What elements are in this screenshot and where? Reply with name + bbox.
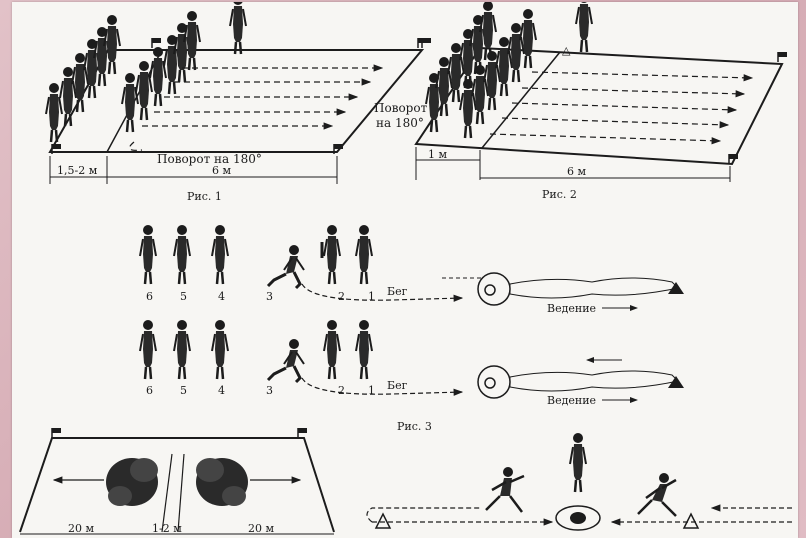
fig3-caption: Рис. 3 [397, 420, 432, 433]
fig3-row1-run-label: Бег [387, 285, 408, 298]
fig4-dim-mid: 1-2 м [152, 522, 182, 535]
fig3-row1-dribble-path [510, 278, 678, 298]
fig3-row1-number: 3 [266, 290, 273, 303]
fig4-flag-icon [298, 428, 307, 438]
fig2-caption: Рис. 2 [542, 188, 577, 201]
fig3-row1-run-path [302, 284, 462, 300]
fig5-runner-left [486, 467, 524, 512]
fig2-flag-icon [778, 52, 787, 62]
fig1-dim-left: 1,5-2 м [57, 164, 98, 177]
fig3-row2-run-path [302, 378, 462, 394]
cone-icon [668, 376, 684, 388]
fig2-coach [576, 2, 592, 52]
fig1-dim-right: 6 м [212, 164, 231, 177]
fig2-dim-left: 1 м [428, 148, 447, 161]
fig3-row2-number: 6 [146, 384, 153, 397]
fig2-dim-right: 6 м [567, 165, 586, 178]
fig1-run-arrows [130, 68, 383, 150]
ball-icon [570, 512, 586, 524]
figure-2: △ Поворот на 180° 1 м 6 м Рис. 2 [374, 2, 787, 201]
fig3-row1-number: 1 [368, 290, 375, 303]
fig2-turn-line2: на 180° [376, 116, 424, 130]
fig3-row1-number: 6 [146, 290, 153, 303]
fig3-row2-turn-circle [478, 366, 510, 398]
fig4-center-line [162, 454, 172, 532]
fig2-turn-line1: Поворот [374, 101, 428, 115]
fig3-row2-dribble-label: Ведение [547, 394, 596, 407]
fig3-row2: 6 5 4 3 2 1 Бег Ведение [140, 320, 684, 407]
fig4-flag-icon [52, 428, 61, 438]
fig3-row1-turn-circle [478, 273, 510, 305]
fig3-row1-dribble-label: Ведение [547, 302, 596, 315]
figure-4: 20 м 1-2 м 20 м [20, 428, 334, 535]
fig3-row1: 6 5 4 3 2 1 Бег Ведение [140, 225, 684, 315]
cone-icon [376, 514, 390, 528]
ball-icon [485, 285, 495, 295]
fig1-coach [230, 2, 246, 54]
fig5-coach [570, 433, 586, 492]
fig1-caption: Рис. 1 [187, 190, 222, 203]
fig1-flag-icon [152, 38, 161, 48]
fig3-row1-number: 4 [218, 290, 225, 303]
fig3-row2-number: 5 [180, 384, 187, 397]
fig2-cone-icon: △ [562, 44, 571, 57]
fig3-row2-dribble-path [510, 371, 678, 391]
fig4-group-left [106, 458, 158, 506]
fig3-row1-start-player [268, 245, 304, 288]
fig4-group-right [196, 458, 248, 506]
fig3-row2-number: 1 [368, 384, 375, 397]
diagram-canvas: Поворот на 180° 1,5-2 м 6 м Рис. 1 △ [12, 2, 798, 538]
fig3-row2-number: 3 [266, 384, 273, 397]
fig5-runner-right [638, 473, 676, 516]
fig1-players-group [46, 2, 246, 142]
fig3-row2-run-label: Бег [387, 379, 408, 392]
fig3-row2-number: 2 [338, 384, 345, 397]
fig4-court [20, 438, 334, 532]
figure-5 [367, 433, 792, 530]
fig3-row1-number: 5 [180, 290, 187, 303]
cone-icon [684, 514, 698, 528]
fig1-turn-label: Поворот на 180° [157, 152, 262, 166]
illustration-page: Поворот на 180° 1,5-2 м 6 м Рис. 1 △ [12, 2, 798, 538]
cone-icon [668, 282, 684, 294]
fig4-dim-left: 20 м [68, 522, 94, 535]
fig3-row2-start-player [268, 339, 304, 382]
fig2-players-group [426, 2, 592, 138]
fig3-row2-number: 4 [218, 384, 225, 397]
ball-icon [485, 378, 495, 388]
fig3-row1-number: 2 [338, 290, 345, 303]
fig4-dim-right: 20 м [248, 522, 274, 535]
figure-3: 6 5 4 3 2 1 Бег Ведение 6 5 [140, 225, 684, 433]
fig2-run-arrows [490, 72, 752, 141]
